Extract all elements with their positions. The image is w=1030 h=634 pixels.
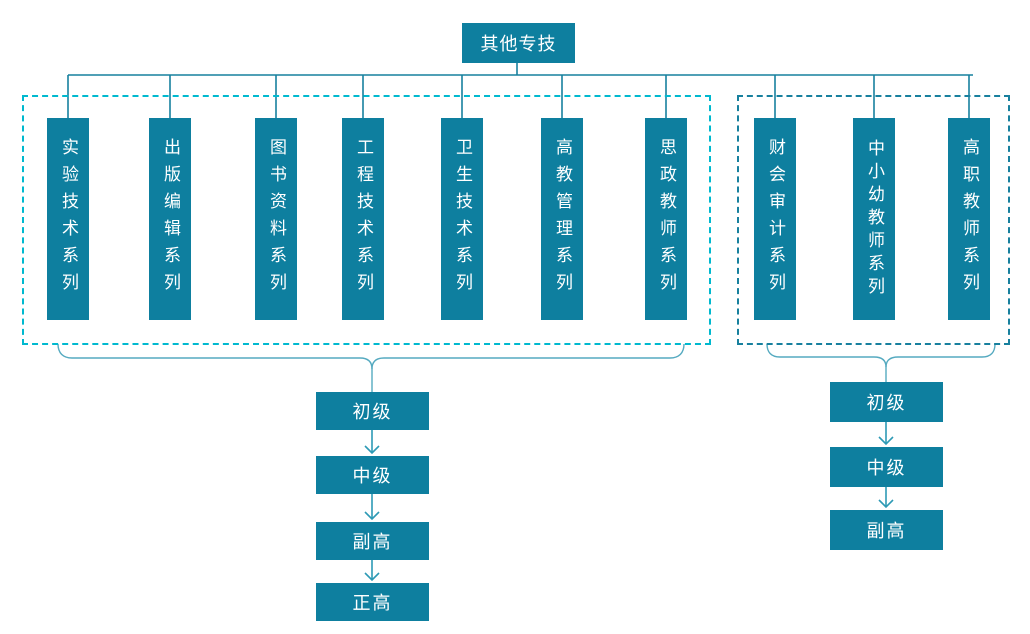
left-level-fugao: 副高: [316, 522, 429, 560]
level-label: 正高: [352, 593, 393, 613]
series-node-zhongxiaoyou: 中小幼教师系列: [853, 118, 895, 320]
level-label: 副高: [352, 532, 393, 552]
right-level-zhongji: 中级: [830, 447, 943, 487]
series-label: 中小幼教师系列: [865, 138, 884, 300]
series-label: 卫生技术系列: [453, 138, 472, 300]
left-level-chuji: 初级: [316, 392, 429, 430]
root-node: 其他专技: [462, 23, 575, 63]
series-node-gaojiao: 高教管理系列: [541, 118, 583, 320]
level-label: 副高: [866, 521, 907, 541]
series-label: 图书资料系列: [267, 138, 286, 300]
series-node-weisheng: 卫生技术系列: [441, 118, 483, 320]
right-level-chuji: 初级: [830, 382, 943, 422]
series-node-tushu: 图书资料系列: [255, 118, 297, 320]
level-label: 中级: [352, 466, 393, 486]
left-group-border: [22, 95, 711, 345]
series-node-chuban: 出版编辑系列: [149, 118, 191, 320]
left-chain-arrows: [364, 430, 380, 582]
series-label: 财会审计系列: [766, 138, 785, 300]
root-node-label: 其他专技: [480, 34, 557, 54]
series-node-caikuai: 财会审计系列: [754, 118, 796, 320]
right-chain-arrows: [878, 422, 894, 509]
series-node-gaozhi: 高职教师系列: [948, 118, 990, 320]
level-label: 初级: [352, 402, 393, 422]
series-label: 出版编辑系列: [161, 138, 180, 300]
series-label: 高教管理系列: [553, 138, 572, 300]
series-label: 思政教师系列: [657, 138, 676, 300]
series-node-sizheng: 思政教师系列: [645, 118, 687, 320]
series-label: 实验技术系列: [59, 138, 78, 300]
series-node-shiyan: 实验技术系列: [47, 118, 89, 320]
right-group-border: [737, 95, 1010, 345]
level-label: 中级: [866, 458, 907, 478]
level-label: 初级: [866, 393, 907, 413]
left-group-bracket: [57, 343, 685, 392]
series-label: 工程技术系列: [354, 138, 373, 300]
right-group-bracket: [766, 343, 996, 382]
left-level-zhenggao: 正高: [316, 583, 429, 621]
right-level-fugao: 副高: [830, 510, 943, 550]
left-level-zhongji: 中级: [316, 456, 429, 494]
series-node-gongcheng: 工程技术系列: [342, 118, 384, 320]
series-label: 高职教师系列: [960, 138, 979, 300]
